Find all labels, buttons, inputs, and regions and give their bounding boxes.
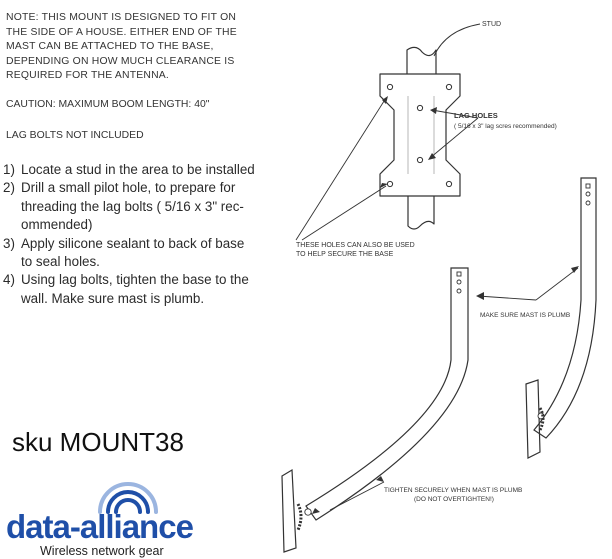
base-left: [281, 468, 297, 553]
mast-right: [533, 177, 597, 439]
stud-label: STUD: [482, 21, 501, 28]
caution-text: CAUTION: MAXIMUM BOOM LENGTH: 40": [6, 99, 210, 110]
step-item: 1) Locate a stud in the area to be insta…: [0, 161, 280, 179]
note-line: MAST CAN BE ATTACHED TO THE BASE,: [6, 41, 214, 52]
step-number: 4): [3, 272, 15, 288]
sku-label: sku MOUNT38: [12, 427, 184, 457]
lag-holes-sub-label: ( 5/16 x 3" lag scres recommended): [454, 123, 557, 130]
step-line: wall. Make sure mast is plumb.: [21, 290, 205, 306]
step-item: 4) Using lag bolts, tighten the base to …: [0, 271, 280, 308]
wifi-arcs-icon: [98, 482, 158, 514]
step-line: threading the lag bolts ( 5/16 x 3" rec-: [21, 198, 244, 214]
mount-note: NOTE: THIS MOUNT IS DESIGNED TO FIT ON T…: [6, 11, 276, 84]
stud-top: [406, 46, 437, 74]
tighten-sub-label: (DO NOT OVERTIGHTEN!): [414, 496, 494, 503]
step-item: 3) Apply silicone sealant to back of bas…: [0, 235, 280, 272]
step-number: 3): [3, 235, 15, 251]
mast-left: [305, 267, 469, 521]
corner-hole: [445, 83, 453, 91]
step-item: 2) Drill a small pilot hole, to prepare …: [0, 179, 280, 234]
brand-tagline: Wireless network gear: [40, 544, 164, 558]
note-line: THE SIDE OF A HOUSE. EITHER END OF THE: [6, 26, 237, 38]
note-line: DEPENDING ON HOW MUCH CLEARANCE IS: [6, 55, 235, 67]
base-right: [525, 379, 541, 459]
step-line: to seal holes.: [21, 254, 100, 270]
note-line: REQUIRED FOR THE ANTENNA.: [6, 70, 169, 81]
lag-bolts-note: LAG BOLTS NOT INCLUDED: [6, 130, 144, 141]
secure-holes-label: TO HELP SECURE THE BASE: [296, 251, 394, 258]
step-number: 1): [3, 162, 15, 177]
step-line: Using lag bolts, tighten the base to the: [21, 272, 249, 288]
step-line: Apply silicone sealant to back of base: [21, 235, 245, 251]
step-line: Locate a stud in the area to be installe…: [21, 162, 255, 177]
corner-hole: [386, 83, 394, 91]
base-plate: [379, 73, 461, 197]
installation-steps: 1) Locate a stud in the area to be insta…: [0, 161, 280, 308]
note-line: NOTE: THIS MOUNT IS DESIGNED TO FIT ON: [6, 12, 237, 23]
tighten-label: TIGHTEN SECURELY WHEN MAST IS PLUMB: [384, 487, 522, 494]
lag-hole: [416, 156, 424, 164]
lag-hole: [416, 104, 424, 112]
stud-bottom: [407, 196, 435, 230]
step-line: ommended): [21, 217, 93, 233]
step-line: Drill a small pilot hole, to prepare for: [21, 180, 236, 196]
secure-holes-label: THESE HOLES CAN ALSO BE USED: [296, 242, 415, 249]
lag-holes-label: LAG HOLES: [454, 111, 498, 120]
corner-hole: [386, 180, 394, 188]
plumb-label: MAKE SURE MAST IS PLUMB: [480, 312, 570, 319]
step-number: 2): [3, 180, 15, 196]
brand-logo: data-alliance: [6, 508, 194, 545]
corner-hole: [445, 180, 453, 188]
